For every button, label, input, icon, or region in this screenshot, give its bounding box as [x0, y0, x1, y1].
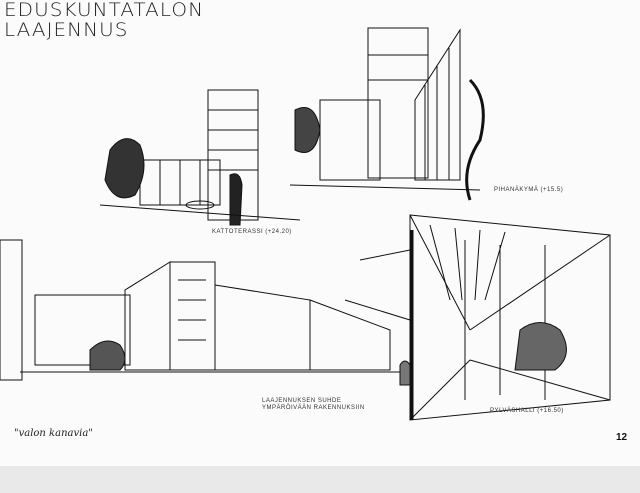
sketch-street-elevation [0, 239, 400, 381]
sheet-bottom-edge [0, 466, 640, 493]
sheet-title-line1: EDUSKUNTATALON [4, 0, 205, 21]
sketch-courtyard [289, 27, 485, 201]
caption-roof-terrace: KATTOTERASSI (+24.20) [212, 229, 292, 235]
page-number: 12 [616, 432, 628, 443]
caption-courtyard-view: PIHANÄKYMÄ (+15.5) [494, 187, 564, 193]
handwritten-note: "valon kanavia" [14, 428, 93, 439]
caption-relation-line1: LAAJENNUKSEN SUHDE [262, 398, 342, 404]
sketch-roof-terrace [99, 89, 301, 226]
caption-relation-line2: YMPÄRÖIVÄÄN RAKENNUKSIIN [262, 405, 365, 411]
sheet-title-line2: LAAJENNUS [4, 19, 129, 41]
caption-column-hall: PYLVÄSHALLI (+16.50) [490, 408, 564, 414]
sketch-column-hall [344, 214, 611, 421]
